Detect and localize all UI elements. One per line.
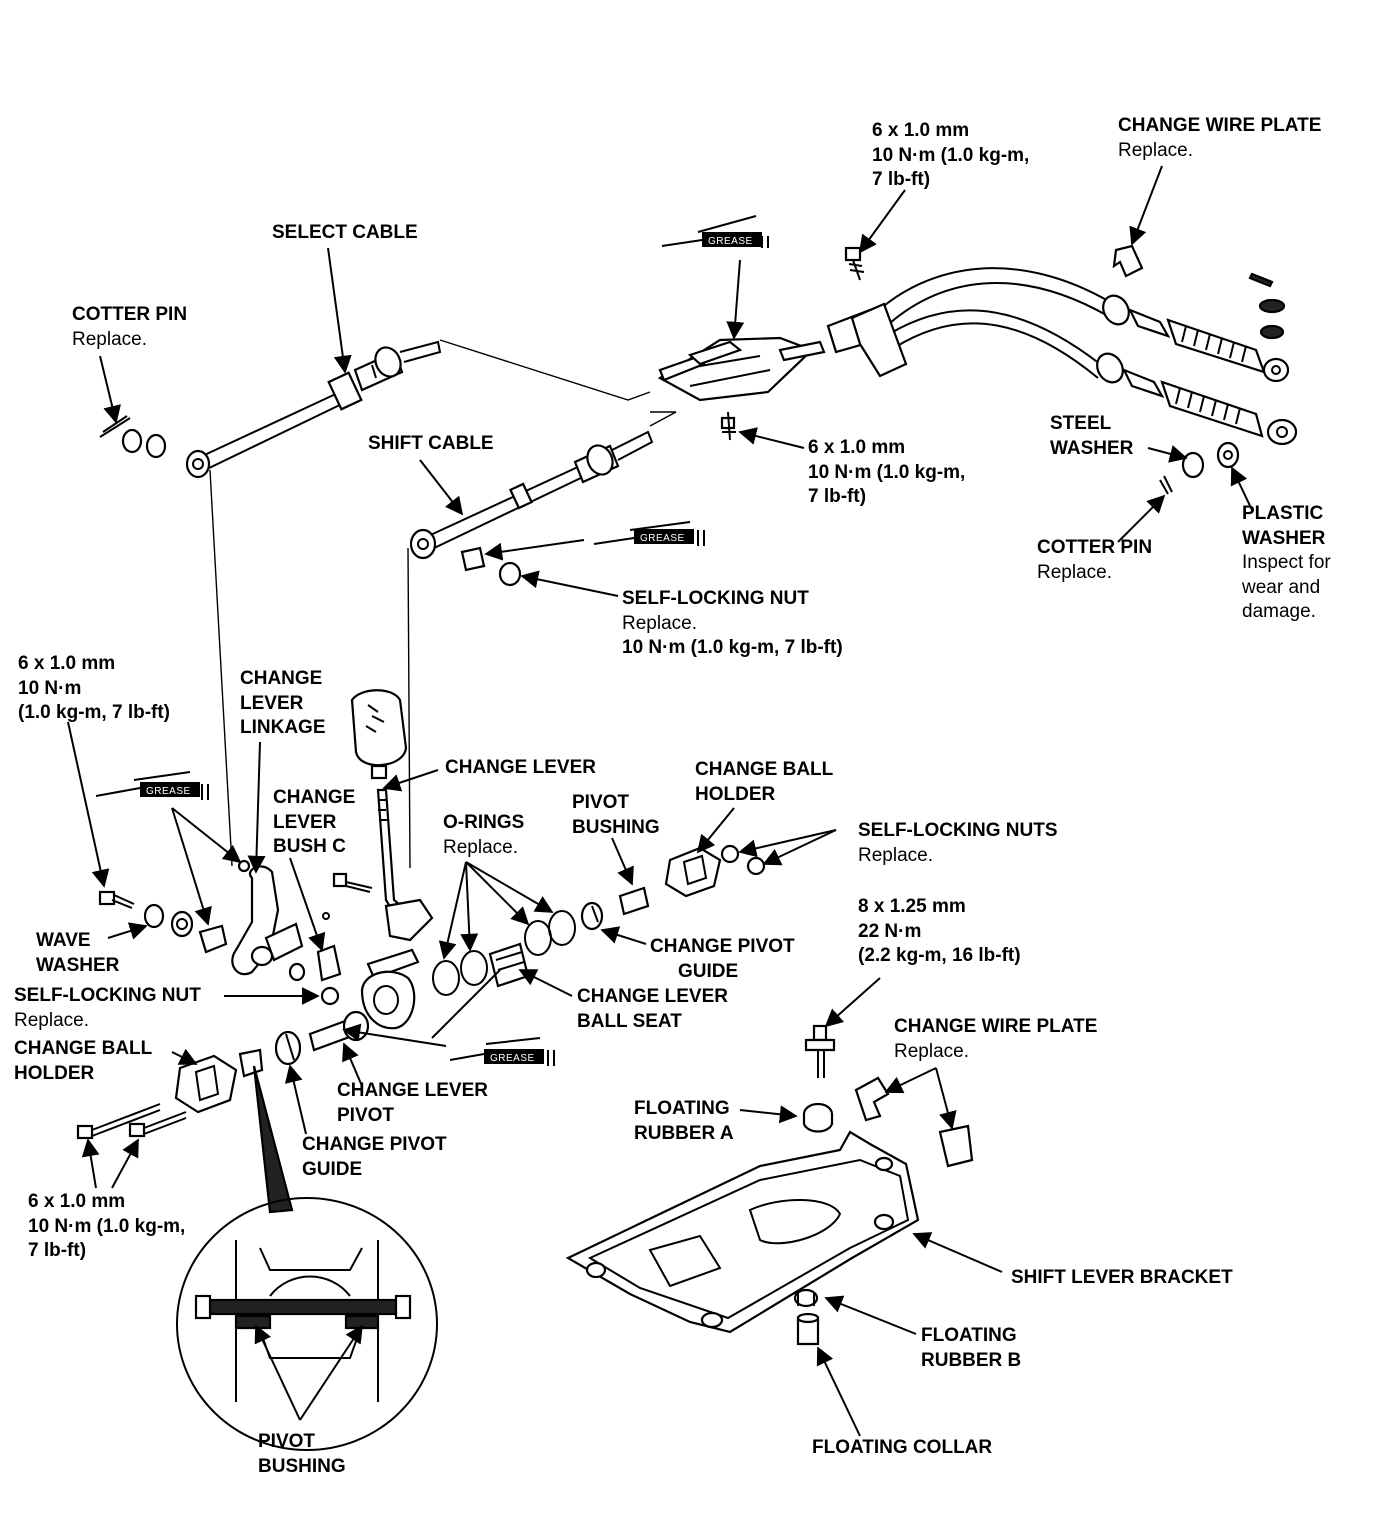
pivot-bushing-top-part — [618, 886, 650, 916]
shift-cable-label: SHIFT CABLE — [368, 433, 494, 454]
shift-cable — [409, 411, 677, 560]
right-cable-assembly — [826, 267, 1298, 446]
floating-rubber-a-part — [802, 1102, 834, 1133]
floating-rubber-b-label: FLOATING RUBBER B — [921, 1325, 1022, 1371]
cotter-pin-right-label: COTTER PIN Replace. — [1037, 537, 1153, 583]
bolt-bottom-part — [76, 1103, 187, 1140]
cotter-pin-right-part — [1159, 441, 1240, 495]
change-ball-holder-left-label: CHANGE BALL HOLDER — [14, 1038, 153, 1084]
bolt-bottom-label: 6 x 1.0 mm 10 N·m (1.0 kg-m, 7 lb-ft) — [28, 1191, 186, 1261]
bushing-and-nut-part — [460, 546, 522, 587]
bolt-top-label: 6 x 1.0 mm 10 N·m (1.0 kg-m, 7 lb-ft) — [872, 120, 1030, 190]
leader-arrows — [67, 165, 1253, 1437]
zoom-callout — [252, 1065, 294, 1214]
shift-lever-bracket-part — [565, 1130, 920, 1334]
change-lever-part — [360, 788, 434, 1030]
steel-washer-label: STEEL WASHER — [1050, 413, 1134, 459]
change-lever-label: CHANGE LEVER — [445, 757, 596, 778]
self-locking-nuts-label: SELF-LOCKING NUTS Replace. — [858, 820, 1058, 866]
change-lever-ball-seat-label: CHANGE LEVER BALL SEAT — [577, 986, 728, 1032]
floating-collar-label: FLOATING COLLAR — [812, 1437, 993, 1458]
grease-label: GREASE — [490, 1053, 535, 1064]
pivot-bushing-part — [238, 1048, 264, 1078]
pivot-bushing-inset — [176, 1197, 438, 1451]
grease-tag-cable: GREASE — [593, 521, 705, 546]
bolt-bracket-label: 8 x 1.25 mm 22 N·m (2.2 kg-m, 16 lb-ft) — [858, 896, 1021, 966]
bolt-left-label: 6 x 1.0 mm 10 N·m (1.0 kg-m, 7 lb-ft) — [18, 653, 171, 723]
bolt-mid-label: 6 x 1.0 mm 10 N·m (1.0 kg-m, 7 lb-ft) — [808, 437, 966, 507]
change-pivot-guide-right-part — [580, 901, 604, 931]
grease-tag-linkage: GREASE — [95, 771, 209, 800]
wave-washer-label: WAVE WASHER — [36, 930, 120, 976]
o-rings-label: O-RINGS Replace. — [443, 812, 525, 858]
change-pivot-guide-left-label: CHANGE PIVOT GUIDE — [302, 1134, 447, 1180]
wave-washer-part — [143, 903, 228, 954]
cotter-pin-left-part — [99, 415, 167, 459]
pivot-bushing-bottom-label: PIVOT BUSHING — [258, 1431, 346, 1477]
change-pivot-guide-right-label: CHANGE PIVOT GUIDE — [650, 936, 795, 982]
grease-tag-top: GREASE — [661, 215, 769, 248]
bolt-bracket-part — [804, 1024, 836, 1078]
grease-label: GREASE — [146, 786, 191, 797]
floating-rubber-a-label: FLOATING RUBBER A — [634, 1098, 734, 1144]
bolt-top-part — [844, 246, 865, 281]
bolt-mid-part — [720, 411, 736, 441]
self-locking-nuts-part — [720, 844, 766, 876]
select-cable-label: SELECT CABLE — [272, 222, 418, 243]
change-wire-plate-bottom-label: CHANGE WIRE PLATE Replace. — [894, 1016, 1098, 1062]
change-ball-holder-top-part — [664, 846, 722, 898]
floating-rubber-b-part — [793, 1288, 819, 1308]
select-cable — [185, 339, 651, 479]
change-lever-bush-c-part — [288, 872, 373, 1006]
self-locking-nut-left-label: SELF-LOCKING NUT Replace. — [14, 985, 201, 1031]
grease-label: GREASE — [640, 533, 685, 544]
change-lever-linkage-label: CHANGE LEVER LINKAGE — [240, 668, 326, 738]
change-lever-linkage-part — [231, 859, 304, 976]
change-lever-bush-c-label: CHANGE LEVER BUSH C — [273, 787, 356, 857]
change-lever-pivot-label: CHANGE LEVER PIVOT — [337, 1080, 488, 1126]
leader-line — [209, 469, 233, 867]
grease-label: GREASE — [708, 236, 753, 247]
change-wire-plate-bottom-part — [854, 1076, 974, 1168]
floating-collar-part — [796, 1312, 820, 1346]
bolt-left-part — [98, 890, 135, 909]
leader-line — [407, 547, 411, 869]
change-wire-plate-top-label: CHANGE WIRE PLATE Replace. — [1118, 115, 1322, 161]
change-pivot-guide-left-part — [274, 1030, 302, 1066]
plastic-washer-label: PLASTIC WASHER Inspect for wear and dama… — [1242, 503, 1331, 622]
change-lever-pivot-part — [308, 1010, 370, 1052]
change-ball-holder-top-label: CHANGE BALL HOLDER — [695, 759, 834, 805]
cable-guide-bracket — [657, 336, 826, 402]
change-lever-knob-part — [350, 689, 408, 780]
grease-tag-pivot: GREASE — [449, 1037, 555, 1066]
pivot-bushing-top-label: PIVOT BUSHING — [572, 792, 660, 838]
o-rings-part — [432, 910, 576, 996]
change-ball-holder-left-part — [174, 1054, 238, 1114]
shift-lever-bracket-label: SHIFT LEVER BRACKET — [1011, 1267, 1233, 1288]
cotter-pin-left-label: COTTER PIN Replace. — [72, 304, 188, 350]
change-wire-plate-top-part — [1112, 244, 1144, 278]
self-locking-nut-top-label: SELF-LOCKING NUT Replace. 10 N·m (1.0 kg… — [622, 588, 843, 658]
